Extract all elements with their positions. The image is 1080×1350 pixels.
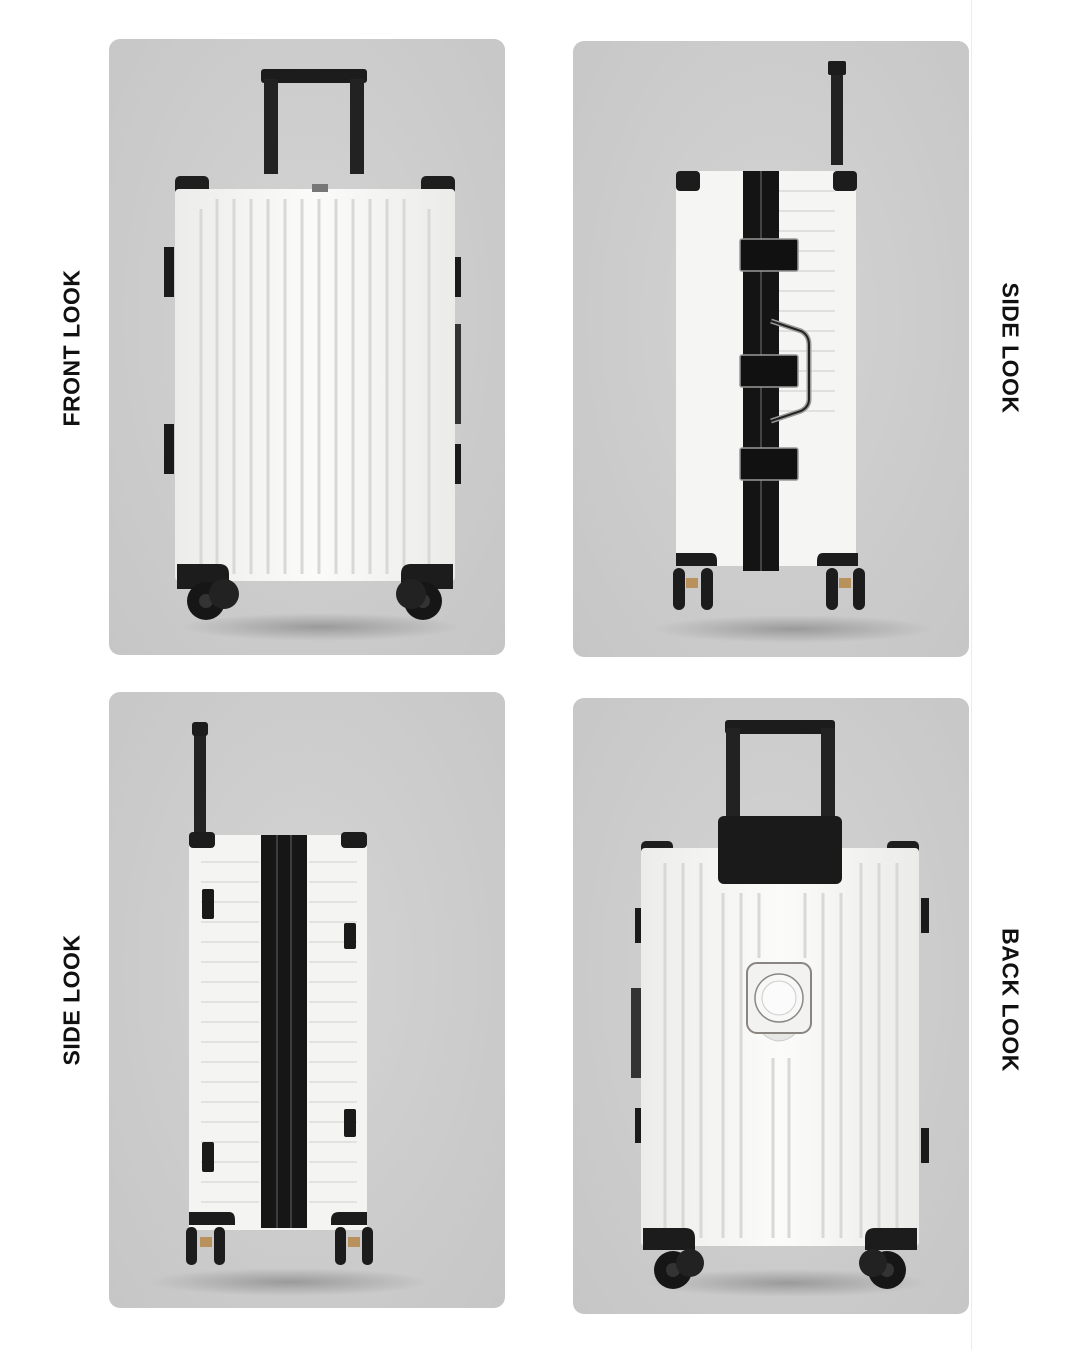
suitcase-side-illustration-left <box>149 722 429 1296</box>
front-look-label: FRONT LOOK <box>58 269 85 427</box>
page-edge-divider <box>971 0 972 1350</box>
suitcase-side-illustration-right <box>653 61 933 643</box>
front-view-panel <box>109 39 505 655</box>
side-look-label-right: SIDE LOOK <box>997 282 1024 414</box>
side-view-panel-left <box>109 692 505 1308</box>
side-view-panel-right <box>573 41 969 657</box>
back-view-panel <box>573 698 969 1314</box>
suitcase-back-illustration <box>631 720 929 1297</box>
suitcase-front-illustration <box>164 69 461 641</box>
back-look-label: BACK LOOK <box>997 928 1024 1072</box>
side-look-label-left: SIDE LOOK <box>58 934 85 1066</box>
